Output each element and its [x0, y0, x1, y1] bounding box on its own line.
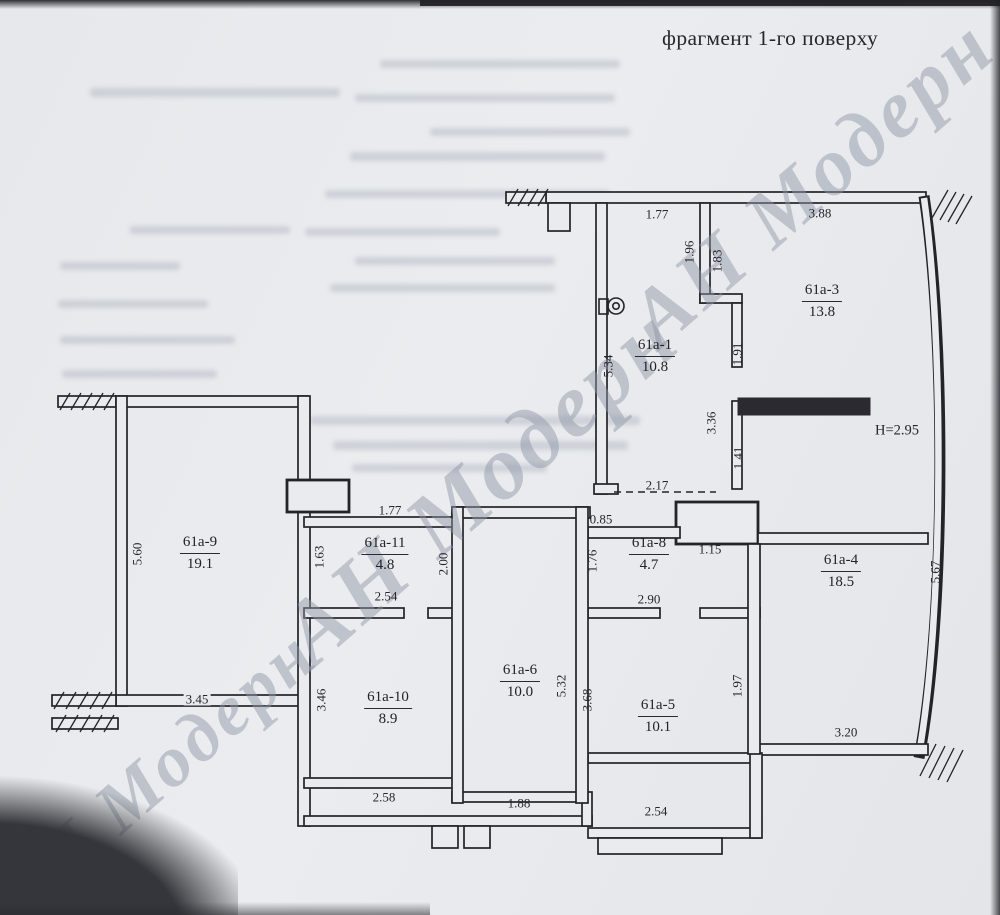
dim-label: 0.85 [589, 511, 613, 527]
dim-label: 5.32 [553, 674, 569, 698]
room-label: 61а-1 10.8 [634, 336, 676, 377]
room-label: 61а-8 4.7 [628, 534, 670, 575]
room-area: 13.8 [808, 303, 836, 320]
scan-shadow-top-dark [420, 0, 1000, 6]
room-id: 61а-8 [628, 534, 670, 555]
dim-label: 1.91 [729, 342, 745, 366]
dim-label: 1.63 [311, 545, 327, 569]
dim-label: 1.76 [584, 549, 600, 573]
room-area: 4.7 [639, 556, 659, 573]
room-id: 61а-9 [179, 533, 221, 554]
scan-shadow-bottom [0, 902, 430, 915]
scan-shadow-right [990, 0, 1000, 915]
room-area: 10.8 [641, 358, 669, 375]
dim-label: 3.46 [313, 688, 329, 712]
dim-label: 5.67 [927, 560, 943, 584]
dim-label: 1.77 [645, 206, 669, 222]
dim-label: 2.00 [435, 552, 451, 576]
room-label: 61а-4 18.5 [820, 551, 862, 592]
dim-label: 2.54 [374, 588, 398, 604]
dim-label: 1.83 [709, 249, 725, 273]
dim-label: 2.54 [644, 803, 668, 819]
room-area: 10.1 [644, 718, 672, 735]
room-label: 61а-3 13.8 [801, 281, 843, 322]
room-area: 18.5 [827, 573, 855, 590]
dim-label: 3.88 [808, 205, 832, 221]
dim-label: 1.77 [378, 502, 402, 518]
interior-walls [285, 202, 929, 804]
room-label: 61а-9 19.1 [179, 533, 221, 574]
room-id: 61а-3 [801, 281, 843, 302]
room-id: 61а-1 [634, 336, 676, 357]
hatch-marks [53, 188, 973, 783]
room-label: 61а-10 8.9 [364, 688, 412, 729]
room-label: 61а-5 10.1 [637, 696, 679, 737]
dim-label: 1.96 [681, 240, 697, 264]
porch-steps [431, 825, 723, 855]
dim-label: 1.41 [730, 446, 746, 470]
dim-label: 1.97 [729, 674, 745, 698]
dim-label: 1.88 [507, 795, 531, 811]
page-title: фрагмент 1-го поверху [662, 26, 879, 50]
dim-label: 2.17 [645, 477, 669, 493]
room-id: 61а-4 [820, 551, 862, 572]
room-id: 61а-5 [637, 696, 679, 717]
room-label: 61а-6 10.0 [499, 661, 541, 702]
dim-label: 1.15 [698, 541, 722, 557]
blacked-wall-61a3-61a4 [737, 397, 871, 416]
plumbing-symbol [598, 297, 625, 315]
room-label: 61а-11 4.8 [361, 534, 409, 575]
room-area: 10.0 [506, 683, 534, 700]
ceiling-height-note: Н=2.95 [874, 422, 920, 439]
scan-shadow-corner [0, 762, 238, 915]
dim-label: 2.90 [637, 591, 661, 607]
dim-label: 3.45 [183, 691, 211, 707]
dim-label: 3.20 [834, 724, 858, 740]
wall-pier-left [285, 478, 351, 514]
dim-label: 5.60 [129, 542, 145, 566]
room-id: 61а-10 [364, 688, 412, 709]
wall-pier-right [674, 500, 760, 546]
dim-label: 3.68 [579, 688, 595, 712]
room-area: 8.9 [378, 710, 398, 727]
dim-label: 5.34 [600, 354, 616, 378]
room-id: 61а-11 [361, 534, 409, 555]
room-id: 61а-6 [499, 661, 541, 682]
room-area: 4.8 [375, 556, 395, 573]
room-area: 19.1 [186, 555, 214, 572]
dim-label: 2.58 [372, 789, 396, 805]
dim-label: 3.36 [703, 411, 719, 435]
